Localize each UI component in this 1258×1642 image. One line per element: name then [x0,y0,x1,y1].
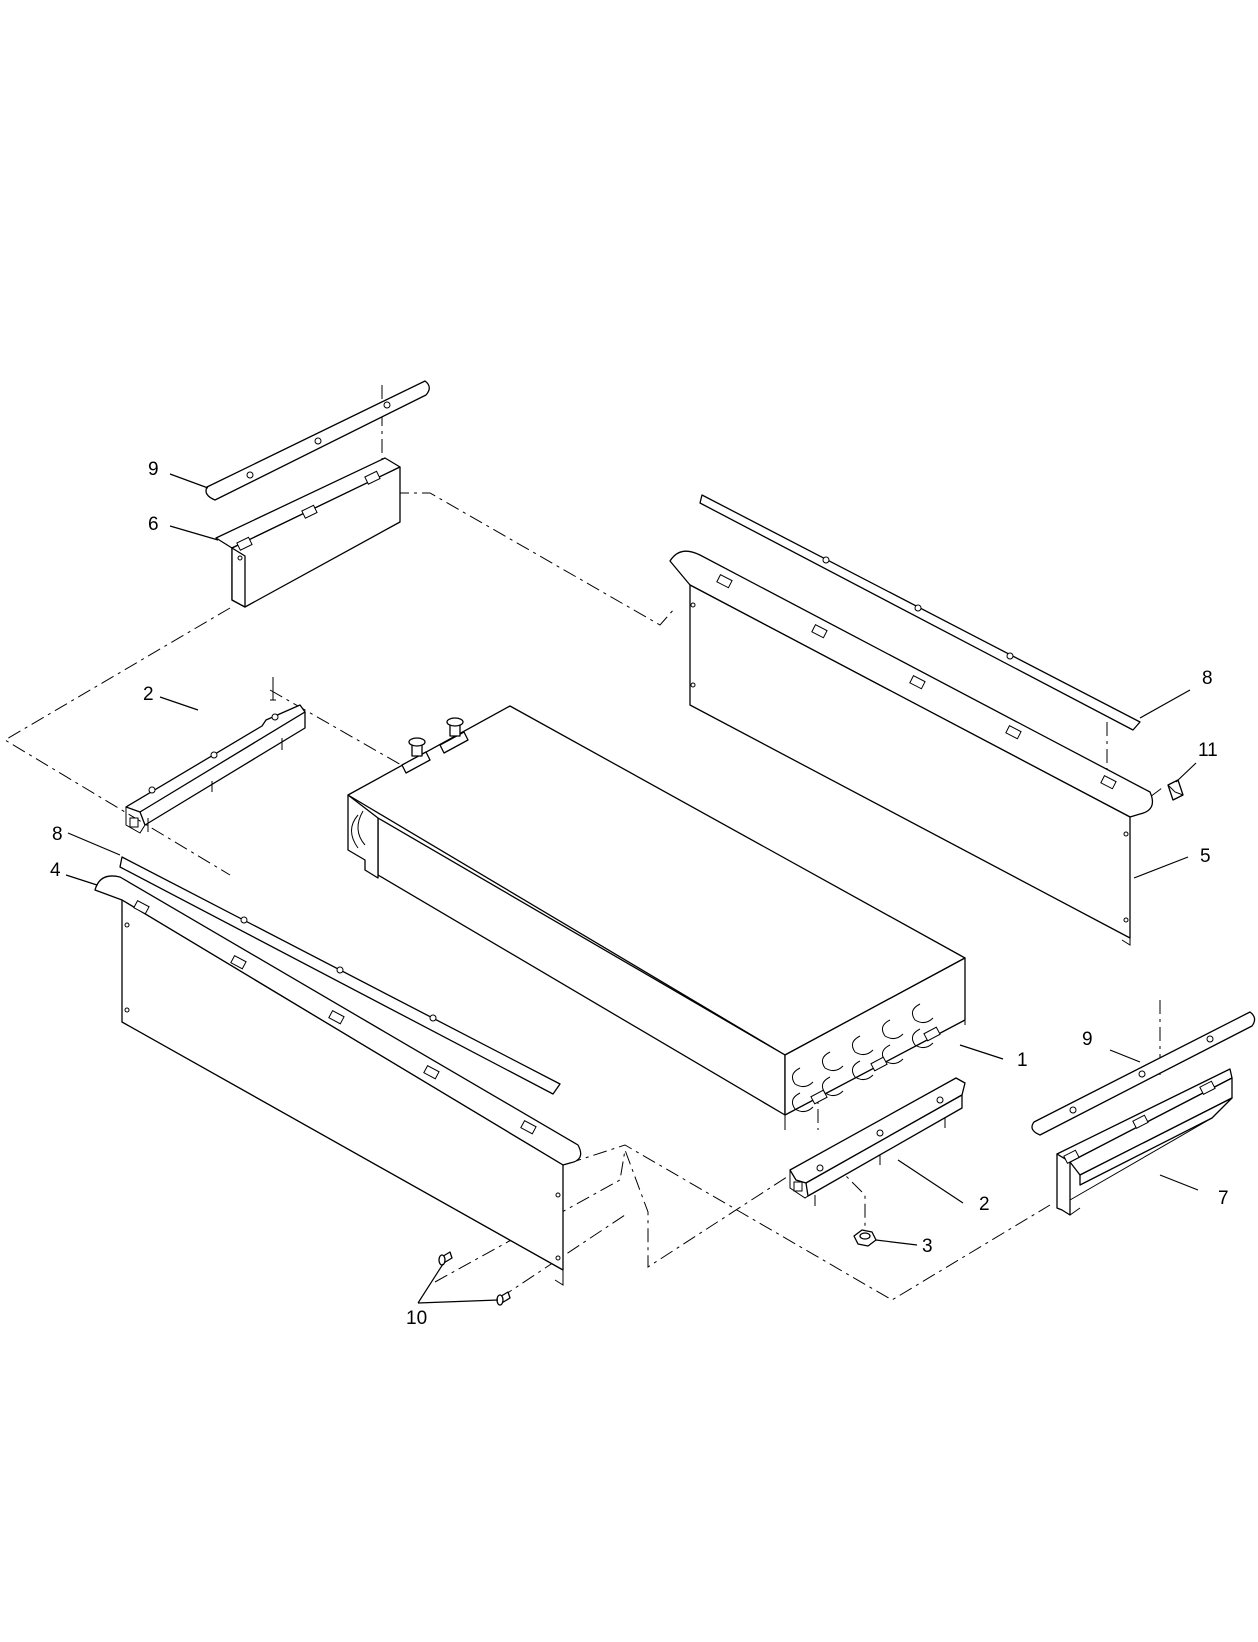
part-6-short-bracket [215,457,401,608]
callout-label-9: 9 [1082,1029,1093,1050]
callout-label-10: 10 [406,1308,427,1329]
pipe-fitting-2 [439,717,469,754]
callout-label-8: 8 [1202,668,1213,689]
pipe-fitting-1 [401,737,431,774]
part-9-strap-upper-left [205,380,430,501]
part-8-strap-upper-right [699,494,1141,731]
callout-label-9: 9 [148,459,159,480]
part-10-screw-2 [496,1291,511,1306]
part-1-coil-assembly [347,705,966,1130]
callout-label-2: 2 [143,684,154,705]
part-3-nut [853,1229,877,1247]
callout-label-7: 7 [1218,1188,1229,1209]
part-5-side-panel-right [669,550,1154,946]
callout-label-8: 8 [52,824,63,845]
callout-label-2: 2 [979,1194,990,1215]
coil-loops [791,1003,941,1113]
callout-label-6: 6 [148,514,159,535]
callout-label-4: 4 [50,860,61,881]
part-11-clip [1167,779,1184,801]
callout-label-5: 5 [1200,846,1211,867]
part-2-rail-upper [125,677,306,834]
callout-label-1: 1 [1017,1050,1028,1071]
part-10-screw-1 [438,1251,453,1266]
leader-lines [65,473,1199,1304]
part-4-side-panel-left [94,875,582,1286]
callout-label-11: 11 [1198,740,1218,761]
part-2-rail-lower [789,1077,966,1206]
callout-labels: 9 6 2 8 11 5 8 4 1 9 7 2 3 10 [50,459,1229,1329]
callout-label-3: 3 [922,1236,933,1257]
part-8-strap-lower-left [119,856,561,1095]
part-9-strap-lower-right [1031,1011,1256,1136]
part-7-short-bracket [1056,1068,1233,1216]
